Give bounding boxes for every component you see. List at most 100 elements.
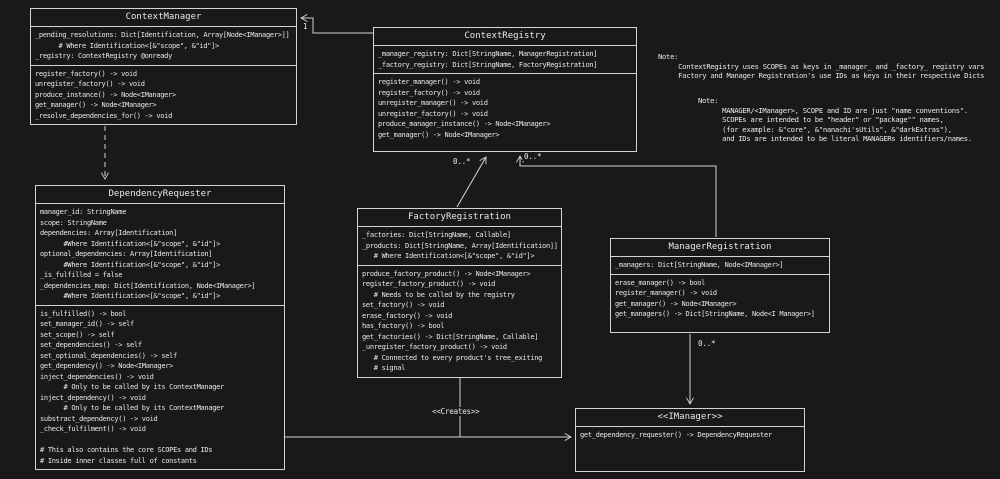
member-line: get_dependency() -> Node<IManager> [40,362,174,370]
member-line: _factories: Dict[StringName, Callable] [362,231,511,239]
member-line: #Where Identification<[&"scope", &"id"]> [40,292,221,300]
multiplicity-label-factory[interactable]: 0..* [451,157,473,166]
member-line: erase_manager() -> bool [615,278,706,287]
dependencyrequester-attributes: manager_id: StringName scope: StringName d… [36,204,284,306]
member-line: optional_dependencies: Array[Identificat… [40,250,213,258]
member-line: _products: Dict[StringName, Array[Identi… [362,241,557,250]
member-line: is_fulfilled() -> bool [40,309,127,318]
member-line: # This also contains the core SCOPEs and… [40,446,213,454]
member-line: unregister_factory() -> void [35,80,145,88]
class-title-imanager: <<IManager>> [576,409,804,427]
class-box-contextregistry[interactable]: ContextRegistry _manager_registry: Dict[… [373,27,637,152]
contextregistry-methods: register_manager() -> void register_facto… [374,74,636,151]
member-line: scope: StringName [40,218,107,227]
member-line: _pending_resolutions: Dict[Identificatio… [35,31,290,39]
class-box-factoryregistration[interactable]: FactoryRegistration _factories: Dict[Str… [357,208,562,378]
member-line: # Where Identification<[&"scope", &"id"]… [362,252,535,260]
member-line: unregister_manager() -> void [378,99,488,107]
member-line: produce_factory_product() -> Node<IManag… [362,269,531,278]
member-line: (for example: &"core", &"nanachi'sUtils"… [698,124,952,134]
imanager-methods: get_dependency_requester() -> Dependency… [576,427,804,471]
contextmanager-attributes: _pending_resolutions: Dict[Identificatio… [31,27,296,66]
class-box-imanager[interactable]: <<IManager>> get_dependency_requester() … [575,408,805,472]
member-line: _registry: ContextRegistry @onready [35,52,173,60]
member-line: inject_dependencies() -> void [40,372,154,381]
class-title-factoryregistration: FactoryRegistration [358,209,561,227]
member-line: unregister_factory() -> void [378,109,488,118]
member-line: get_factories() -> Dict[StringName, Call… [362,332,539,341]
note-naming-conventions[interactable]: Note: MANAGER/<IManager>, SCOPE and ID a… [698,96,972,144]
member-line: SCOPEs are intended to be "header" or "p… [698,115,944,125]
class-title-dependencyrequester: DependencyRequester [36,186,284,204]
class-box-dependencyrequester[interactable]: DependencyRequester manager_id: StringNa… [35,185,285,470]
member-line: # Needs to be called by the registry [362,290,515,299]
member-line: # Inside inner classes full of constants [40,456,197,465]
member-line: # Only to be called by its ContextManage… [40,383,224,391]
managerregistration-methods: erase_manager() -> bool register_manager(… [611,275,829,333]
multiplicity-label-1[interactable]: 1 [301,22,310,31]
member-line: # Connected to every product's tree_exit… [362,353,543,362]
member-line: _managers: Dict[StringName, Node<IManage… [615,261,784,269]
class-box-managerregistration[interactable]: ManagerRegistration _managers: Dict[Stri… [610,238,830,333]
member-line [40,435,280,446]
member-line: get_manager() -> Node<IManager> [35,101,157,109]
member-line: _unregister_factory_product() -> void [362,343,507,351]
member-line: erase_factory() -> void [362,311,453,320]
class-title-managerregistration: ManagerRegistration [611,239,829,257]
member-line: ContextRegistry uses SCOPEs as keys in _… [658,61,985,71]
association-contextregistry-to-contextmanager[interactable] [300,14,373,34]
member-line: _dependencies_map: Dict[Identification, … [40,281,256,290]
member-line: _manager_registry: Dict[StringName, Mana… [378,50,598,58]
member-line: and IDs are intended to be literal MANAG… [698,134,972,144]
factoryregistration-methods: produce_factory_product() -> Node<IManag… [358,266,561,378]
multiplicity-label-imanager[interactable]: 0..* [696,339,718,348]
class-title-contextregistry: ContextRegistry [374,28,636,46]
member-line: dependencies: Array[Identification] [40,229,178,237]
member-line: # Where Identification<[&"scope", &"id"]… [35,41,219,50]
member-line: Note: [698,96,719,105]
member-line: manager_id: StringName [40,208,127,216]
multiplicity-label-managerreg[interactable]: 0..* [522,152,544,161]
member-line: _is_fulfilled = false [40,271,123,279]
member-line: get_manager() -> Node<IManager> [615,299,737,308]
member-line: register_factory() -> void [378,88,480,97]
note-registry-keys[interactable]: Note: ContextRegistry uses SCOPEs as key… [658,52,985,81]
member-line: MANAGER/<IManager>, SCOPE and ID are jus… [698,105,968,115]
member-line: _factory_registry: Dict[StringName, Fact… [378,60,598,69]
creates-stereotype-label[interactable]: <<Creates>> [430,407,482,416]
member-line: has_factory() -> bool [362,322,445,330]
member-line: get_dependency_requester() -> Dependency… [580,431,772,439]
member-line: get_manager() -> Node<IManager> [378,130,500,139]
member-line: register_manager() -> void [615,289,717,297]
member-line: set_dependencies() -> self [40,341,142,349]
member-line: set_factory() -> void [362,301,445,309]
member-line: set_manager_id() -> self [40,320,134,328]
managerregistration-attributes: _managers: Dict[StringName, Node<IManage… [611,257,829,275]
member-line: _check_fulfilment() -> void [40,425,146,433]
association-factoryregistration-to-contextregistry[interactable] [456,156,487,208]
member-line: produce_instance() -> Node<IManager> [35,90,176,99]
member-line: substract_dependency() -> void [40,414,158,423]
member-line: set_optional_dependencies() -> self [40,351,178,360]
member-line: Note: [658,52,679,61]
association-managerregistration-to-contextregistry[interactable] [516,155,717,237]
member-line: # signal [362,364,406,372]
factoryregistration-attributes: _factories: Dict[StringName, Callable] _p… [358,227,561,266]
member-line: inject_dependency() -> void [40,393,146,402]
member-line: # Only to be called by its ContextManage… [40,404,224,412]
member-line: register_manager() -> void [378,78,480,86]
member-line: set_scope() -> self [40,330,115,339]
member-line: #Where Identification<[&"scope", &"id"]> [40,260,221,269]
member-line: Factory and Manager Registration's use I… [658,71,985,81]
dependencyrequester-methods: is_fulfilled() -> bool set_manager_id() -… [36,306,284,470]
member-line: _resolve_dependencies_for() -> void [35,111,173,120]
contextmanager-methods: register_factory() -> void unregister_fac… [31,66,296,125]
member-line: register_factory() -> void [35,69,137,78]
member-line: get_managers() -> Dict[StringName, Node<… [615,310,815,318]
member-line: register_factory_product() -> void [362,280,496,288]
class-box-contextmanager[interactable]: ContextManager _pending_resolutions: Dic… [30,8,297,125]
class-title-contextmanager: ContextManager [31,9,296,27]
member-line: #Where Identification<[&"scope", &"id"]> [40,239,221,248]
member-line: produce_manager_instance() -> Node<IMana… [378,120,551,128]
